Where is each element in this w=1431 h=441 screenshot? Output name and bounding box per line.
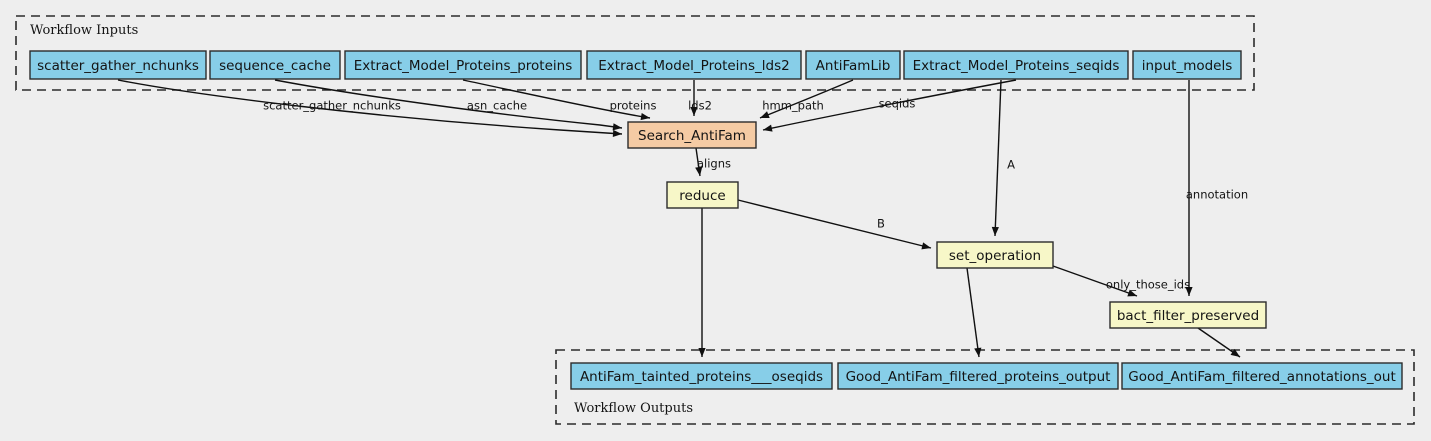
node-Extract_Model_Proteins_proteins[interactable]: Extract_Model_Proteins_proteins [344, 50, 582, 80]
node-reduce[interactable]: reduce [666, 181, 739, 209]
edge-label-e2: asn_cache [467, 99, 527, 113]
arrowhead-icon [974, 347, 982, 357]
node-label-AntiFam_tainted_proteins___oseqids: AntiFam_tainted_proteins___oseqids [580, 369, 823, 385]
edge-label-e9: A [1007, 158, 1015, 172]
cluster-label-inputs: Workflow Inputs [30, 23, 138, 38]
edge-set_operation-to-bact_filter_preserved [1052, 265, 1138, 297]
arrowhead-icon [1230, 348, 1240, 357]
edge-Extract_Model_Proteins_seqids-to-Search_AntiFam [762, 79, 1017, 131]
node-box-sequence_cache[interactable] [209, 50, 341, 80]
node-box-reduce[interactable] [666, 181, 739, 209]
node-bact_filter_preserved[interactable]: bact_filter_preserved [1109, 301, 1267, 329]
arrowhead-icon [991, 226, 999, 236]
arrowhead-icon [760, 111, 770, 118]
node-label-reduce: reduce [679, 188, 725, 204]
arrowhead-icon [1185, 287, 1193, 296]
arrowhead-icon [698, 348, 706, 357]
cluster-outputs [555, 349, 1415, 425]
node-Extract_Model_Proteins_seqids[interactable]: Extract_Model_Proteins_seqids [903, 50, 1129, 80]
node-label-bact_filter_preserved: bact_filter_preserved [1117, 308, 1259, 324]
arrowhead-icon [640, 112, 650, 121]
edge-group: scatter_gather_nchunks asn_cache proteins l… [117, 79, 1248, 358]
node-set_operation[interactable]: set_operation [936, 241, 1054, 269]
node-label-set_operation: set_operation [949, 248, 1041, 264]
node-box-AntiFamLib[interactable] [805, 50, 901, 80]
node-label-input_models: input_models [1142, 58, 1233, 74]
edge-label-e3: proteins [610, 99, 657, 113]
arrowhead-icon [921, 242, 931, 250]
edge-set_operation-to-Good_AntiFam_filtered_proteins_output [966, 267, 980, 358]
node-Extract_Model_Proteins_lds2[interactable]: Extract_Model_Proteins_lds2 [586, 50, 802, 80]
node-label-Good_AntiFam_filtered_annotations_out: Good_AntiFam_filtered_annotations_out [1128, 369, 1396, 385]
arrowhead-icon [612, 123, 622, 131]
edge-label-e7: aligns [697, 157, 731, 171]
node-sequence_cache[interactable]: sequence_cache [209, 50, 341, 80]
node-box-Good_AntiFam_filtered_proteins_output[interactable] [837, 362, 1119, 390]
node-AntiFamLib[interactable]: AntiFamLib [805, 50, 901, 80]
arrowhead-icon [763, 124, 773, 132]
node-box-Extract_Model_Proteins_lds2[interactable] [586, 50, 802, 80]
node-box-set_operation[interactable] [936, 241, 1054, 269]
edge-Extract_Model_Proteins_proteins-to-Search_AntiFam [462, 79, 651, 119]
node-label-sequence_cache: sequence_cache [219, 58, 331, 74]
node-group: scatter_gather_nchunks sequence_cache Extr… [29, 50, 1403, 390]
node-input_models[interactable]: input_models [1132, 50, 1242, 80]
cluster-label-outputs: Workflow Outputs [574, 401, 693, 416]
node-box-Good_AntiFam_filtered_annotations_out[interactable] [1121, 362, 1403, 390]
cluster-inputs [15, 15, 1255, 91]
node-Search_AntiFam[interactable]: Search_AntiFam [627, 121, 757, 149]
node-box-scatter_gather_nchunks[interactable] [29, 50, 207, 80]
arrowhead-icon [695, 166, 703, 176]
arrowhead-icon [690, 107, 698, 116]
node-scatter_gather_nchunks[interactable]: scatter_gather_nchunks [29, 50, 207, 80]
edge-label-e8: B [877, 217, 885, 231]
edge-reduce-to-set_operation [737, 199, 932, 249]
arrowhead-icon [612, 129, 622, 138]
node-label-Extract_Model_Proteins_lds2: Extract_Model_Proteins_lds2 [598, 58, 789, 74]
node-box-Search_AntiFam[interactable] [627, 121, 757, 149]
edge-scatter_gather_nchunks-to-Search_AntiFam [117, 79, 623, 135]
edge-label-e5: hmm_path [762, 99, 824, 113]
edge-Extract_Model_Proteins_seqids-to-set_operation [994, 79, 1002, 237]
node-label-Extract_Model_Proteins_seqids: Extract_Model_Proteins_seqids [913, 58, 1120, 74]
edge-label-e4: lds2 [688, 99, 712, 113]
node-label-Search_AntiFam: Search_AntiFam [638, 128, 746, 144]
edge-label-e6: seqids [879, 97, 916, 111]
edge-sequence_cache-to-Search_AntiFam [274, 79, 623, 129]
node-box-AntiFam_tainted_proteins___oseqids[interactable] [570, 362, 833, 390]
arrowhead-icon [1127, 289, 1137, 297]
node-AntiFam_tainted_proteins___oseqids[interactable]: AntiFam_tainted_proteins___oseqids [570, 362, 833, 390]
node-label-Good_AntiFam_filtered_proteins_output: Good_AntiFam_filtered_proteins_output [846, 369, 1111, 385]
node-label-Extract_Model_Proteins_proteins: Extract_Model_Proteins_proteins [354, 58, 573, 74]
node-box-bact_filter_preserved[interactable] [1109, 301, 1267, 329]
node-Good_AntiFam_filtered_proteins_output[interactable]: Good_AntiFam_filtered_proteins_output [837, 362, 1119, 390]
node-Good_AntiFam_filtered_annotations_out[interactable]: Good_AntiFam_filtered_annotations_out [1121, 362, 1403, 390]
edge-label-e12: only_those_ids [1106, 278, 1190, 292]
node-label-scatter_gather_nchunks: scatter_gather_nchunks [37, 58, 199, 74]
node-label-AntiFamLib: AntiFamLib [816, 58, 891, 74]
node-box-input_models[interactable] [1132, 50, 1242, 80]
edge-label-e13: annotation [1186, 188, 1248, 202]
node-box-Extract_Model_Proteins_proteins[interactable] [344, 50, 582, 80]
edge-label-e1: scatter_gather_nchunks [263, 99, 401, 113]
node-box-Extract_Model_Proteins_seqids[interactable] [903, 50, 1129, 80]
